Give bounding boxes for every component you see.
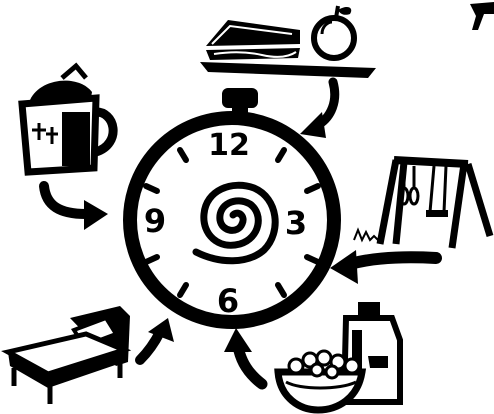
partial-object-icon xyxy=(470,2,494,30)
clock-number-9: 9 xyxy=(144,202,166,240)
arrow-cup-to-clock xyxy=(44,186,108,230)
arrow-bed-to-clock xyxy=(140,318,174,360)
clock-number-6: 6 xyxy=(217,282,239,320)
swing-set-icon xyxy=(354,160,490,248)
arrow-cereal-to-clock xyxy=(224,328,262,384)
clock-number-12: 12 xyxy=(208,128,250,163)
clock-number-3: 3 xyxy=(285,204,307,242)
sippy-cup-icon xyxy=(22,66,113,172)
cereal-milk-icon xyxy=(278,302,400,410)
clock: 12 3 6 9 xyxy=(130,88,334,322)
arrow-swing-to-clock xyxy=(330,250,436,284)
sandwich-apple-tray-icon xyxy=(200,6,376,78)
bed-icon xyxy=(8,306,130,404)
arrow-tray-to-clock xyxy=(300,82,335,138)
